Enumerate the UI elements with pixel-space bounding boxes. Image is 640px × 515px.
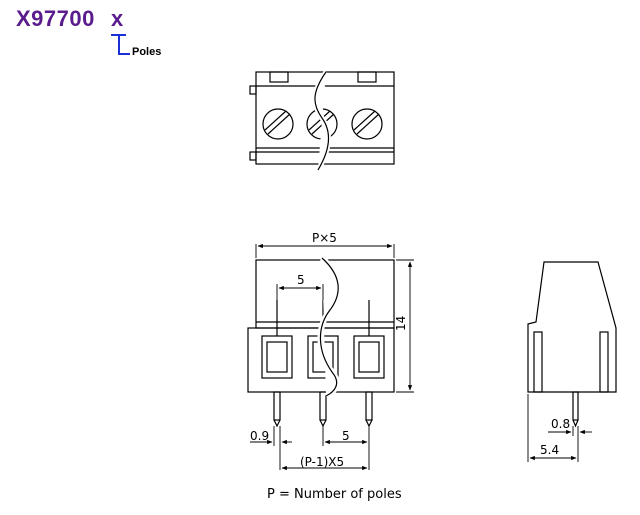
front-view bbox=[247, 255, 395, 428]
top-view bbox=[249, 70, 395, 172]
latch bbox=[357, 71, 377, 83]
dim-pin-offset: 0.8 bbox=[551, 417, 570, 431]
side-slot bbox=[599, 331, 609, 393]
pin bbox=[319, 391, 327, 428]
screw-head bbox=[351, 108, 383, 140]
pin bbox=[273, 391, 281, 428]
break-line bbox=[312, 70, 331, 172]
pin bbox=[572, 391, 579, 428]
dim-pin-span: (P-1)X5 bbox=[300, 455, 344, 469]
variable-underline bbox=[111, 34, 126, 36]
pole-variable: x bbox=[111, 6, 124, 31]
wire-opening bbox=[353, 335, 385, 379]
latch bbox=[269, 71, 289, 83]
side-tab bbox=[249, 151, 257, 161]
screw-head bbox=[262, 108, 294, 140]
dim-pitch-bottom: 5 bbox=[342, 429, 350, 443]
front-dimensions bbox=[250, 243, 414, 471]
side-slot bbox=[533, 331, 543, 393]
variable-pointer-stem bbox=[118, 36, 120, 55]
side-view-body bbox=[527, 261, 617, 393]
poles-label: Poles bbox=[132, 46, 162, 58]
dim-pin-diameter: 0.9 bbox=[250, 429, 269, 443]
side-view bbox=[527, 261, 617, 428]
pin bbox=[365, 391, 373, 428]
dim-height: 14 bbox=[394, 316, 408, 331]
part-code: X97700 bbox=[16, 6, 95, 31]
dim-depth: 5.4 bbox=[540, 443, 559, 457]
legend-note: P = Number of poles bbox=[267, 487, 402, 502]
break-line bbox=[317, 255, 342, 399]
side-tab bbox=[249, 85, 257, 95]
dim-overall-width: P×5 bbox=[312, 231, 337, 245]
side-dimensions bbox=[527, 394, 592, 462]
wire-opening bbox=[261, 335, 293, 379]
variable-pointer-foot bbox=[118, 53, 130, 55]
dim-pitch-top: 5 bbox=[297, 273, 305, 287]
